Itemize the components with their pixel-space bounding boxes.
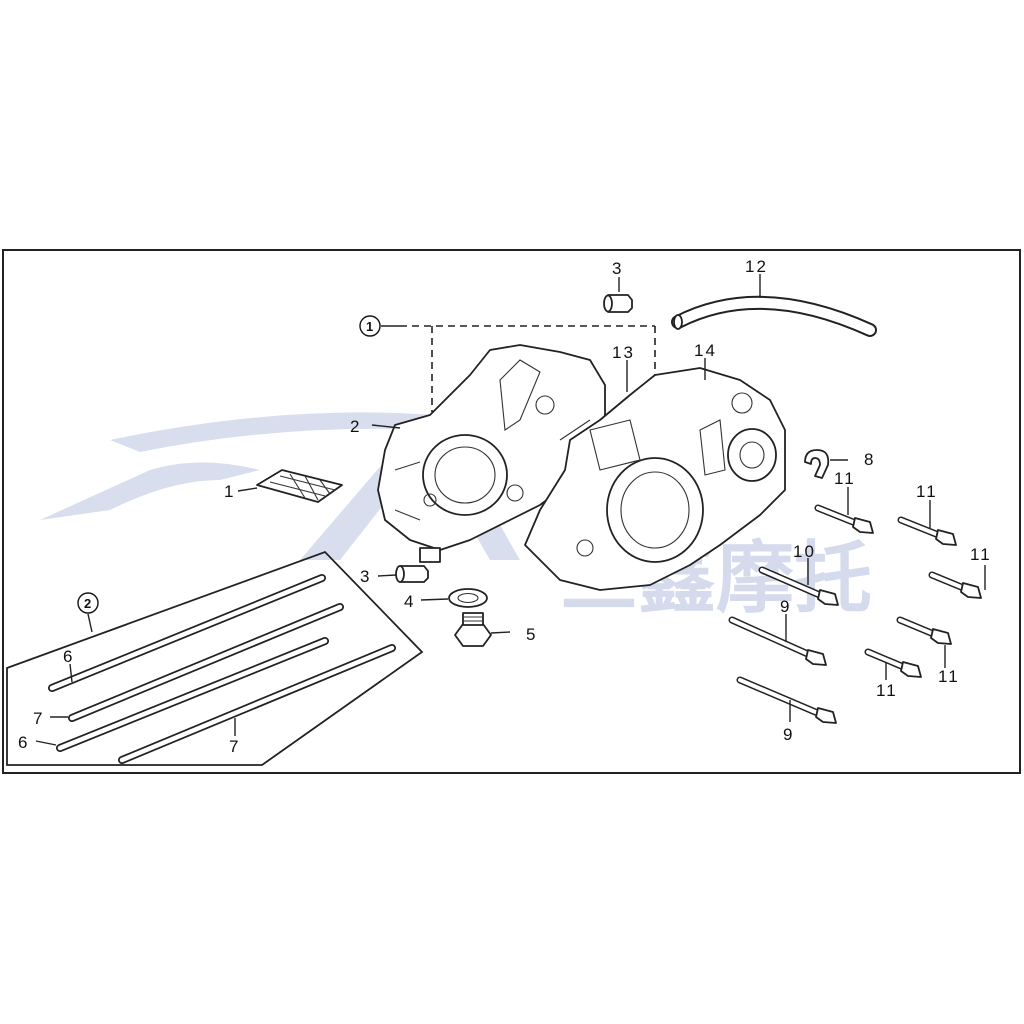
callout-6-a: 6 — [63, 647, 74, 666]
bolts-group: 11 11 11 10 — [728, 469, 992, 744]
callout-2: 2 — [350, 417, 361, 436]
callout-13: 13 — [612, 343, 635, 362]
stud-7-b — [118, 644, 396, 764]
callout-8: 8 — [864, 450, 875, 469]
part-4-washer: 4 — [404, 588, 488, 611]
part-5-drain-plug: 5 — [454, 612, 537, 647]
callout-14: 14 — [694, 341, 717, 360]
part-12-hose: 12 — [671, 257, 877, 337]
callout-11-d: 11 — [876, 681, 898, 700]
callout-11-a: 11 — [834, 469, 856, 488]
stud-set-group: 2 6 7 6 7 — [6, 550, 424, 766]
group-label-1: 1 — [366, 319, 373, 334]
stud-6-b — [56, 637, 329, 752]
callout-10: 10 — [793, 542, 816, 561]
callout-11-b: 11 — [916, 482, 938, 501]
callout-3-bottom: 3 — [360, 567, 371, 586]
stud-7-a — [68, 603, 344, 722]
right-crankcase-half — [524, 367, 786, 591]
bolt-9-b: 9 — [736, 676, 837, 744]
part-3-dowel-pin-bottom: 3 — [360, 565, 429, 586]
callout-9-b: 9 — [783, 725, 794, 744]
bolt-10: 10 — [758, 542, 839, 606]
callout-3-top: 3 — [612, 259, 623, 278]
part-1-filter-screen: 1 — [224, 469, 343, 503]
callout-12: 12 — [745, 257, 768, 276]
group-label-2: 2 — [84, 596, 91, 611]
callout-7-b: 7 — [229, 737, 240, 756]
callout-11-c: 11 — [970, 545, 992, 564]
callout-9-a: 9 — [780, 597, 791, 616]
bolt-9-a: 9 — [728, 597, 827, 666]
part-8-clamp: 8 — [804, 449, 875, 479]
callout-11-e: 11 — [938, 667, 960, 686]
part-3-dowel-pin-top: 3 — [603, 259, 633, 313]
stud-6-a — [48, 574, 326, 692]
bolt-11-b: 11 — [897, 482, 957, 546]
bolt-11-c: 11 — [928, 545, 992, 599]
callout-4: 4 — [404, 592, 415, 611]
callout-5: 5 — [526, 625, 537, 644]
bolt-11-e: 11 — [864, 648, 922, 700]
callout-6-b: 6 — [18, 733, 29, 752]
stud-set-frame — [6, 550, 424, 766]
bolt-11-d: 11 — [896, 616, 960, 686]
diagram-frame — [2, 249, 1021, 774]
callout-1: 1 — [224, 482, 235, 501]
callout-7-a: 7 — [33, 709, 44, 728]
bolt-11-a: 11 — [814, 469, 874, 534]
